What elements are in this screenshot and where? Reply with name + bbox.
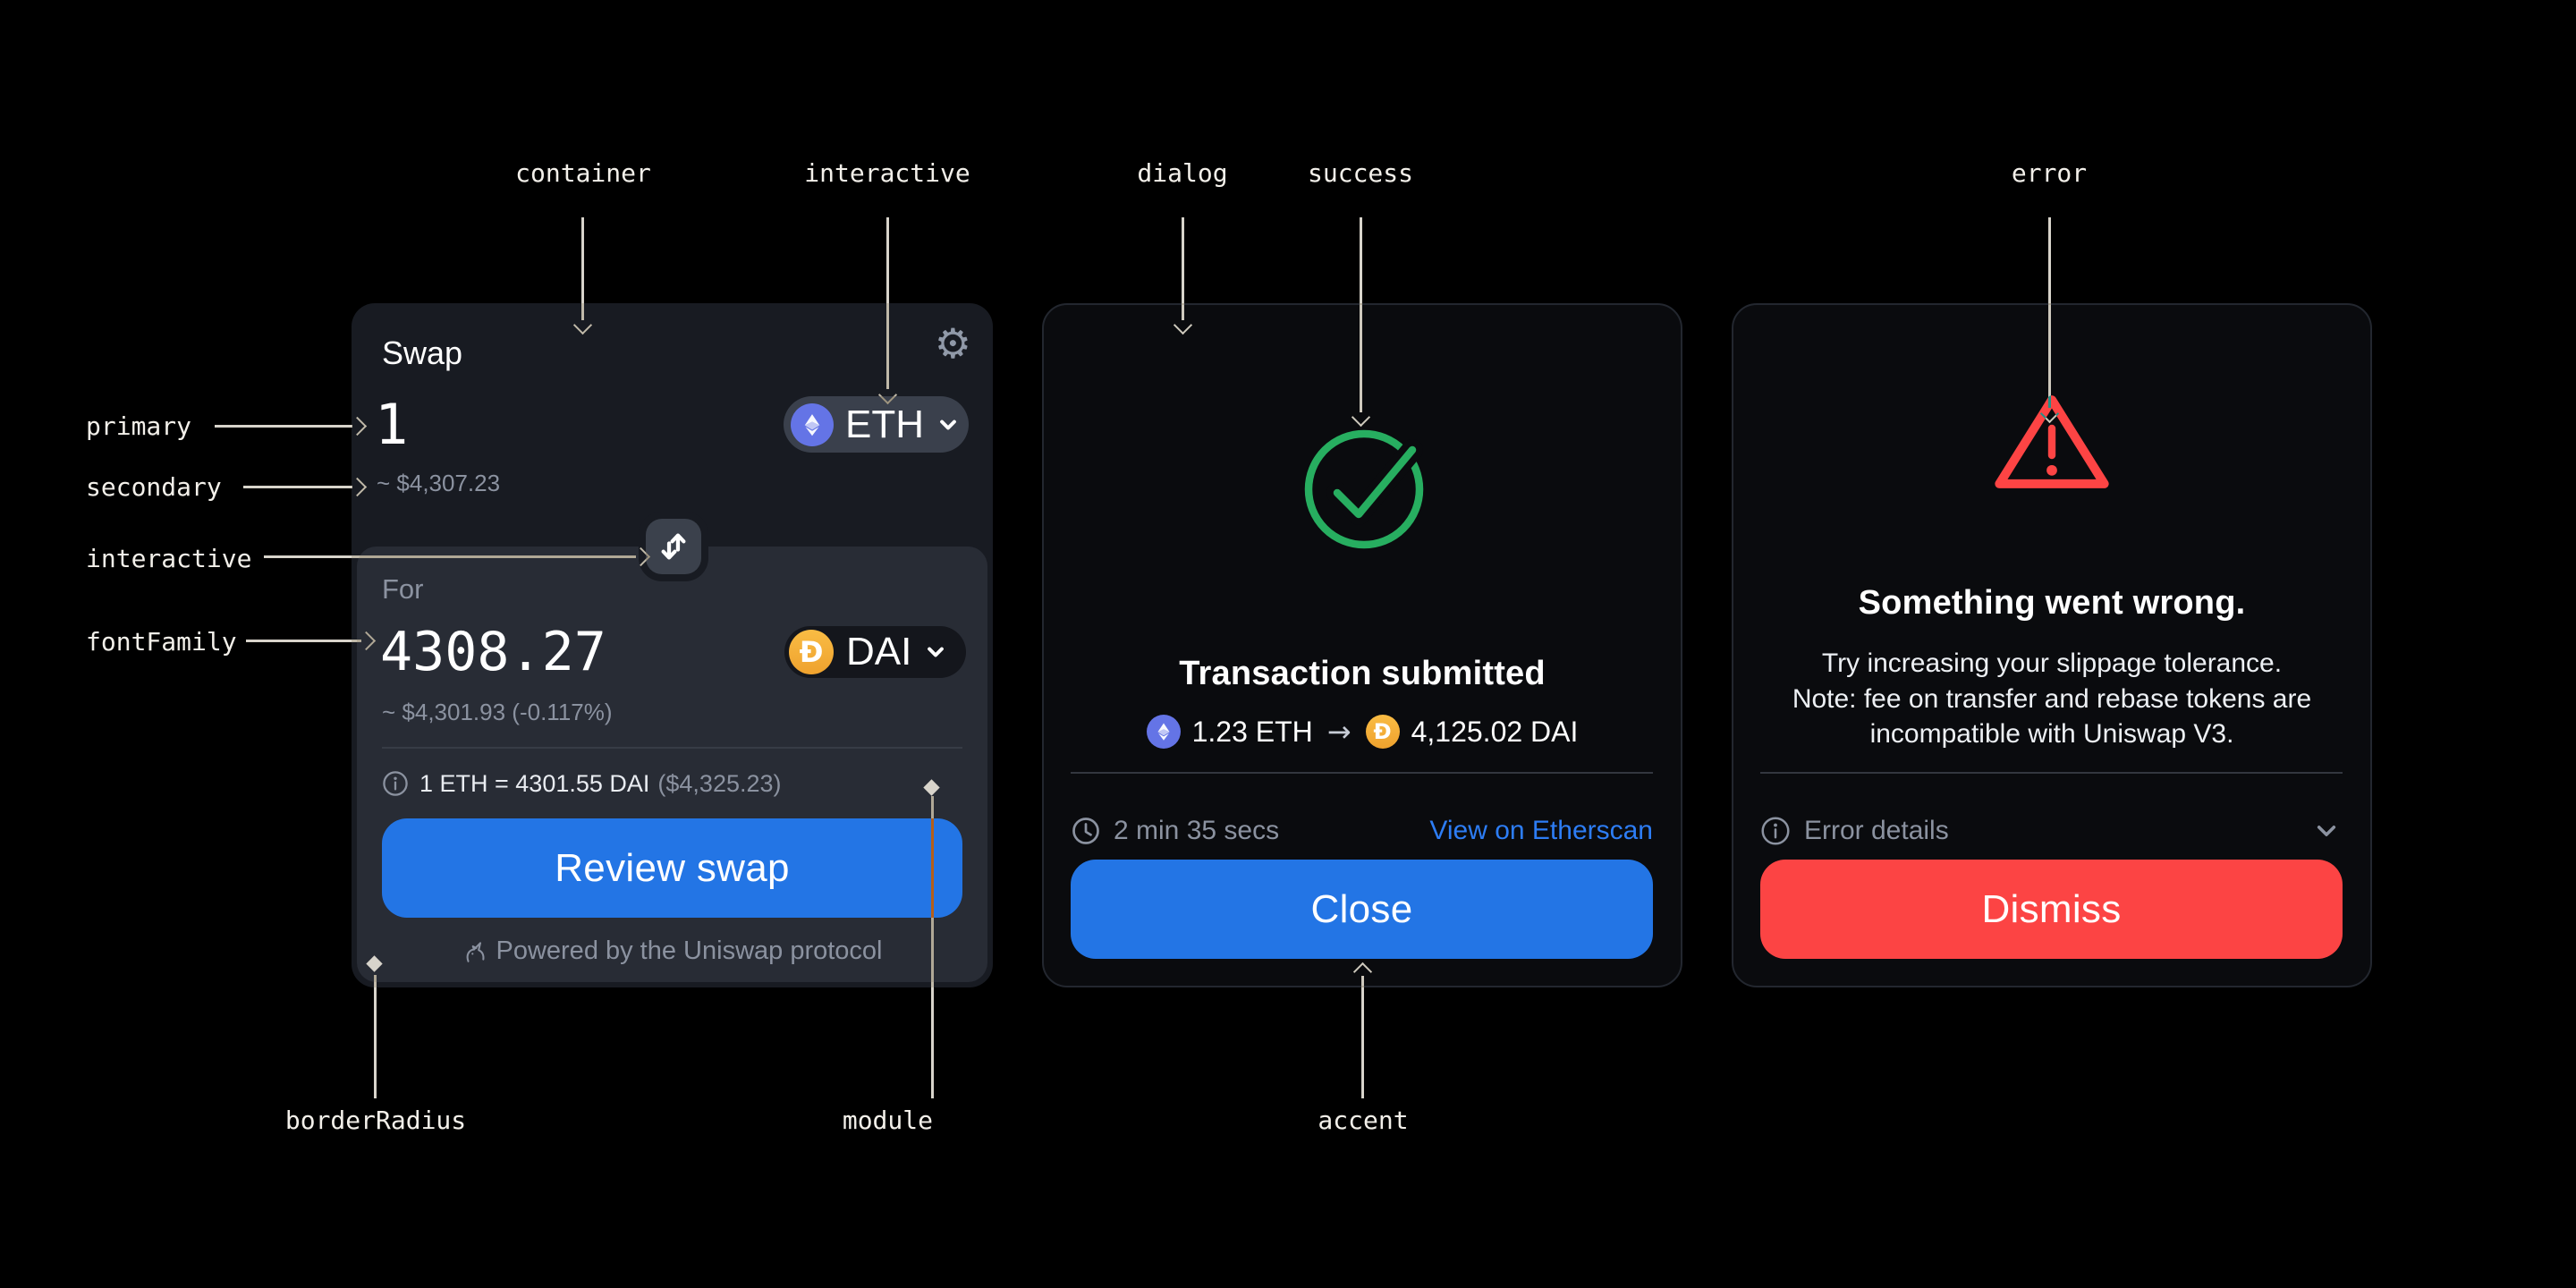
- swap-direction-button[interactable]: [639, 512, 708, 581]
- annotation-line-module: [931, 796, 934, 1098]
- dialog-footer-row: 2 min 35 secs View on Etherscan: [1071, 809, 1653, 852]
- annotation-font-family: fontFamily: [86, 627, 237, 657]
- dialog-divider: [1071, 772, 1653, 774]
- swap-direction-button-inner: [646, 519, 701, 574]
- duration-text: 2 min 35 secs: [1114, 816, 1280, 845]
- error-body-line: Try increasing your slippage tolerance.: [1821, 648, 2283, 678]
- annotation-line-container: [581, 217, 584, 320]
- annotation-module: module: [842, 1106, 933, 1135]
- exchange-rate-text: 1 ETH = 4301.55 DAI: [419, 769, 650, 797]
- annotation-line-interactive-left: [264, 555, 636, 558]
- settings-gear-icon[interactable]: ⚙: [934, 319, 971, 368]
- annotation-border-radius: borderRadius: [284, 1106, 467, 1135]
- annotation-accent: accent: [1318, 1106, 1409, 1135]
- review-swap-button[interactable]: Review swap: [382, 818, 962, 918]
- close-button[interactable]: Close: [1071, 860, 1653, 959]
- input-token-label: ETH: [845, 402, 924, 446]
- swap-input-usd-value: ~ $4,307.23: [377, 470, 501, 496]
- input-token-selector[interactable]: ETH: [784, 396, 969, 453]
- dai-token-icon: Ð: [1365, 715, 1400, 749]
- module-divider: [382, 747, 962, 749]
- swap-output-usd-value: ~ $4,301.93 (-0.117%): [382, 699, 613, 725]
- powered-by-row: Powered by the Uniswap protocol: [357, 936, 987, 966]
- warning-triangle-icon: [1995, 395, 2109, 488]
- info-icon: [382, 770, 409, 797]
- annotation-line-primary: [215, 425, 352, 428]
- swap-output-amount[interactable]: 4308.27: [380, 621, 606, 683]
- annotation-line-font-family: [246, 640, 361, 642]
- output-token-selector[interactable]: Ð DAI: [784, 626, 966, 678]
- chevron-down-icon: [922, 639, 949, 665]
- success-dialog-title: Transaction submitted: [1179, 655, 1546, 692]
- error-details-expander[interactable]: Error details: [1760, 809, 2343, 852]
- info-icon: [1760, 816, 1791, 846]
- eth-token-icon: [1146, 715, 1181, 749]
- from-amount: 1.23 ETH: [1191, 715, 1313, 748]
- chevron-down-icon: [935, 411, 962, 438]
- error-dialog-title: Something went wrong.: [1858, 584, 2246, 622]
- annotation-secondary: secondary: [86, 472, 222, 502]
- output-token-label: DAI: [846, 630, 912, 674]
- for-label: For: [382, 573, 424, 605]
- swap-title: Swap: [382, 335, 463, 371]
- view-on-etherscan-link[interactable]: View on Etherscan: [1429, 816, 1653, 845]
- swap-output-module: For 4308.27 Ð DAI ~ $4,301.93 (-0.117%): [357, 547, 987, 982]
- error-body-line: incompatible with Uniswap V3.: [1869, 719, 2234, 749]
- dismiss-button[interactable]: Dismiss: [1760, 860, 2343, 959]
- annotation-line-accent: [1361, 976, 1364, 1098]
- ethereum-glyph-icon: [804, 413, 820, 436]
- dai-glyph: Ð: [799, 635, 824, 669]
- powered-by-text: Powered by the Uniswap protocol: [496, 936, 883, 965]
- chevron-down-icon[interactable]: [2310, 815, 2343, 847]
- swap-arrows-icon: [661, 533, 686, 560]
- annotation-primary: primary: [86, 411, 192, 441]
- dialog-divider: [1760, 772, 2343, 774]
- annotation-error: error: [2011, 158, 2088, 188]
- exchange-rate-row[interactable]: 1 ETH = 4301.55 DAI ($4,325.23): [382, 767, 782, 800]
- annotation-line-secondary: [243, 486, 352, 488]
- annotation-line-error: [2048, 217, 2051, 408]
- annotation-dialog: dialog: [1137, 158, 1228, 188]
- swap-card: Swap ⚙ 1 ETH ~ $4,307.23 For 4308.27: [352, 303, 993, 987]
- annotation-interactive-left: interactive: [86, 544, 252, 573]
- annotation-interactive-top: interactive: [804, 158, 970, 188]
- error-details-group: Error details: [1760, 816, 1949, 846]
- error-details-label: Error details: [1804, 816, 1949, 845]
- eth-token-icon: [791, 402, 834, 446]
- uniswap-unicorn-icon: [462, 939, 487, 964]
- swap-input-amount[interactable]: 1: [375, 392, 409, 457]
- transaction-submitted-dialog: Transaction submitted 1.23 ETH → Ð 4,125…: [1042, 303, 1682, 987]
- error-body-line: Note: fee on transfer and rebase tokens …: [1792, 683, 2312, 714]
- dai-token-icon: Ð: [789, 630, 834, 674]
- annotation-line-border-radius: [374, 975, 377, 1098]
- duration-group: 2 min 35 secs: [1071, 816, 1279, 846]
- to-amount: 4,125.02 DAI: [1411, 715, 1579, 748]
- flow-arrow-icon: →: [1326, 715, 1352, 749]
- annotation-line-success: [1360, 217, 1362, 412]
- annotation-success: success: [1307, 158, 1414, 188]
- success-check-icon: [1304, 429, 1424, 549]
- error-dialog-body: Try increasing your slippage tolerance. …: [1733, 646, 2370, 752]
- exchange-rate-usd: ($4,325.23): [657, 769, 782, 797]
- token-flow-row: 1.23 ETH → Ð 4,125.02 DAI: [1044, 715, 1681, 749]
- dai-glyph: Ð: [1373, 719, 1392, 744]
- error-dialog: Something went wrong. Try increasing you…: [1732, 303, 2372, 987]
- annotation-container: container: [515, 158, 651, 188]
- clock-icon: [1071, 816, 1101, 846]
- annotation-line-interactive-top: [886, 217, 889, 389]
- annotation-line-dialog: [1182, 217, 1184, 320]
